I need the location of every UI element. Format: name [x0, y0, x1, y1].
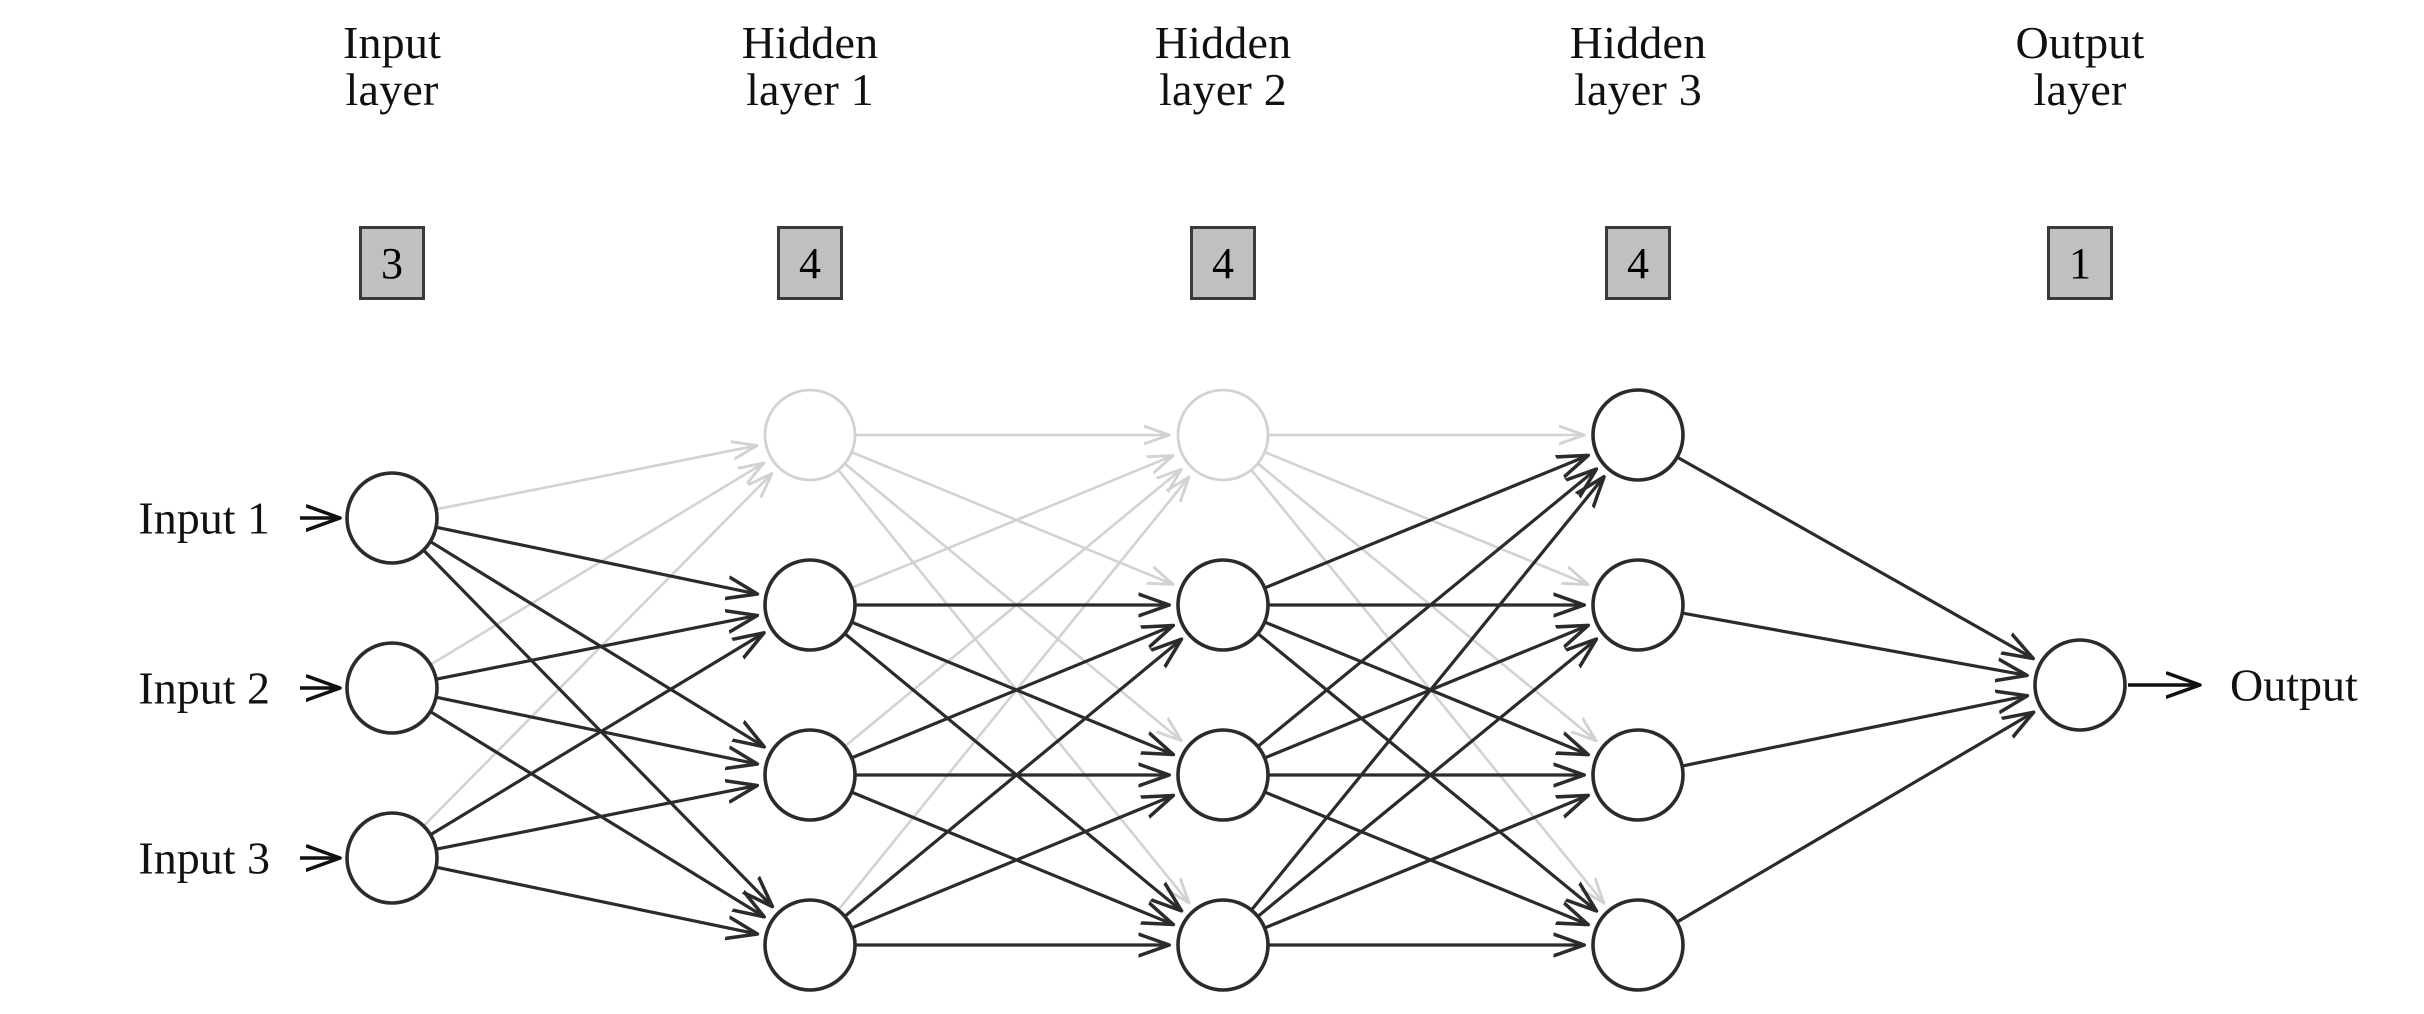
neuron-h3n1 [1591, 558, 1685, 652]
input-label-1: Input 1 [138, 492, 270, 544]
edge-h3n0-to-o0 [1676, 455, 2032, 658]
output-label: Output [2230, 659, 2358, 711]
edge-h2n0-to-h3n2 [1256, 462, 1596, 741]
neuron-h3n0 [1591, 388, 1685, 482]
edge-h1n1-to-h2n3 [843, 632, 1181, 910]
layer-header-line1: Hidden [1154, 17, 1292, 68]
layer-header-line1: Input [342, 17, 442, 68]
neuron-h2n0-dropped [1176, 388, 1270, 482]
edge-h1n1-to-h2n0 [851, 456, 1173, 590]
neuron-h1n1 [763, 558, 857, 652]
neuron-h3n2 [1591, 728, 1685, 822]
edge-h1n2-to-h2n0 [843, 470, 1181, 748]
layer-header-line1: Hidden [1569, 17, 1707, 68]
edge-h1n3-to-h2n2 [851, 796, 1173, 930]
neuron-i2 [345, 811, 439, 905]
edge-h1n1-to-h2n2 [851, 620, 1173, 754]
neuron-h2n1 [1176, 558, 1270, 652]
edge-i1-to-h1n3 [429, 710, 763, 917]
edge-h2n0-to-h3n3 [1250, 469, 1603, 902]
edge-i2-to-h1n2 [435, 786, 756, 851]
neuron-h1n0-dropped [763, 388, 857, 482]
edge-h3n3-to-o0 [1675, 713, 2033, 924]
input-label-3: Input 3 [138, 832, 270, 884]
edge-h3n2-to-o0 [1681, 696, 2026, 768]
layer-size-badge-h2: 4 [1190, 226, 1256, 300]
edge-i2-to-h1n3 [435, 865, 756, 934]
input-label-2: Input 2 [138, 662, 270, 714]
neuron-o0 [2033, 638, 2127, 732]
edge-h1n2-to-h2n1 [851, 626, 1173, 760]
edge-h2n2-to-h3n3 [1264, 790, 1587, 924]
edge-i1-to-h1n1 [435, 616, 756, 681]
edge-i0-to-h1n0 [435, 446, 756, 511]
edge-h2n3-to-h3n2 [1264, 796, 1587, 930]
layer-header-line2: layer 1 [746, 63, 874, 115]
layer-size-badge-output: 1 [2047, 226, 2113, 300]
layer-size-badge-h1: 4 [777, 226, 843, 300]
connection-edges [422, 435, 2033, 945]
edge-i1-to-h1n2 [435, 695, 756, 764]
edge-h2n2-to-h3n0 [1256, 470, 1596, 748]
neuron-h2n3 [1176, 898, 1270, 992]
layer-size-badge-h3: 4 [1605, 226, 1671, 300]
neuron-h1n2 [763, 728, 857, 822]
edge-i1-to-h1n0 [429, 463, 762, 666]
edge-h1n0-to-h2n2 [843, 462, 1181, 740]
edge-h2n3-to-h3n1 [1256, 640, 1596, 918]
layer-header-line2: layer [2033, 63, 2127, 115]
edge-h2n3-to-h3n0 [1250, 478, 1603, 912]
layer-size-badge-input: 3 [359, 226, 425, 300]
neuron-i1 [345, 641, 439, 735]
edge-h1n3-to-h2n1 [843, 640, 1181, 918]
edge-i0-to-h1n1 [435, 525, 756, 594]
layer-header-line2: layer 2 [1159, 63, 1287, 115]
edge-h2n2-to-h3n1 [1264, 626, 1587, 760]
layer-header-line2: layer 3 [1574, 63, 1702, 115]
edge-h3n1-to-o0 [1681, 611, 2026, 675]
neuron-nodes [345, 388, 2127, 992]
neuron-h1n3 [763, 898, 857, 992]
neuron-i0 [345, 471, 439, 565]
edge-i0-to-h1n2 [429, 540, 763, 747]
edge-h2n1-to-h3n0 [1264, 456, 1587, 590]
edge-i2-to-h1n1 [429, 633, 762, 837]
edge-h1n2-to-h2n3 [851, 790, 1173, 924]
edge-h1n0-to-h2n3 [837, 469, 1188, 902]
io-arrows [300, 518, 2200, 858]
neuron-h2n2 [1176, 728, 1270, 822]
layer-header-line1: Output [2015, 17, 2145, 68]
edge-h2n1-to-h3n3 [1256, 632, 1596, 911]
layer-header-line2: layer [345, 63, 439, 115]
edge-i0-to-h1n3 [422, 549, 771, 906]
edge-h1n3-to-h2n0 [837, 478, 1188, 911]
edge-h2n1-to-h3n2 [1264, 620, 1587, 754]
layer-header-line1: Hidden [741, 17, 879, 68]
neuron-h3n3 [1591, 898, 1685, 992]
edge-i2-to-h1n0 [422, 474, 772, 827]
